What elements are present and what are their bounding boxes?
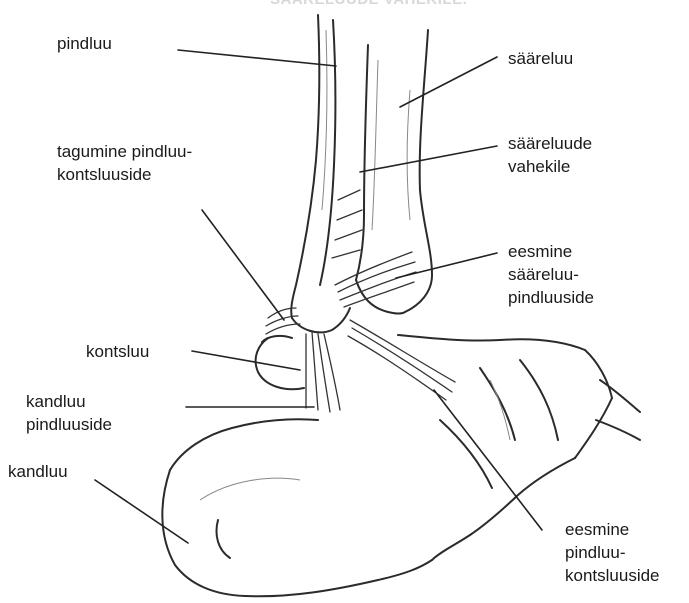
leader-eesmine-saare <box>396 253 497 278</box>
leader-saareluu <box>400 57 497 107</box>
leader-tagumine <box>202 210 284 320</box>
label-kontsluu: kontsluu <box>86 340 149 363</box>
leader-eesmine-pind <box>434 390 542 530</box>
label-tagumine-line1: tagumine pindluu- <box>57 140 192 163</box>
leader-pindluu <box>178 50 336 66</box>
label-eesmine-pindluu-kontsluuside: eesmine pindluu- kontsluuside <box>565 518 660 587</box>
leader-vahekile <box>360 146 497 172</box>
anterior-tibiofibular-ligament-fibres <box>335 252 416 307</box>
label-kandluu-pind-line1: kandluu <box>26 390 112 413</box>
calcaneus-drawing <box>162 419 432 596</box>
label-eesmine-pind-line2: pindluu- <box>565 541 660 564</box>
interosseous-membrane-fibres <box>332 190 362 258</box>
label-eesmine-pind-line1: eesmine <box>565 518 660 541</box>
calcaneofibular-ligament-fibres <box>306 332 340 412</box>
label-vahekile-line1: sääreluude <box>508 132 592 155</box>
label-vahekile-line2: vahekile <box>508 155 592 178</box>
label-kandluu-pind-line2: pindluuside <box>26 413 112 436</box>
label-eesmine-pind-line3: kontsluuside <box>565 564 660 587</box>
label-kandluu-text: kandluu <box>8 460 68 483</box>
label-eesmine-saare-line2: sääreluu- <box>508 263 594 286</box>
talus-drawing <box>256 336 304 389</box>
label-eesmine-saareluu-pindluuside: eesmine sääreluu- pindluuside <box>508 240 594 309</box>
label-eesmine-saare-line3: pindluuside <box>508 286 594 309</box>
tibia-drawing <box>356 30 432 314</box>
leader-kontsluu <box>192 351 300 370</box>
label-kontsluu-text: kontsluu <box>86 340 149 363</box>
leader-kandluu <box>95 480 188 543</box>
label-saareluude-vahekile: sääreluude vahekile <box>508 132 592 178</box>
label-saareluu: sääreluu <box>508 47 573 70</box>
label-kandluu: kandluu <box>8 460 68 483</box>
label-pindluu: pindluu <box>57 32 112 55</box>
label-eesmine-saare-line1: eesmine <box>508 240 594 263</box>
anterior-talofibular-ligament-fibres <box>348 320 455 400</box>
label-pindluu-text: pindluu <box>57 32 112 55</box>
label-tagumine-line2: kontsluuside <box>57 163 192 186</box>
label-kandluu-pindluuside: kandluu pindluuside <box>26 390 112 436</box>
label-tagumine-pindluu-kontsluuside: tagumine pindluu- kontsluuside <box>57 140 192 186</box>
label-saareluu-text: sääreluu <box>508 47 573 70</box>
